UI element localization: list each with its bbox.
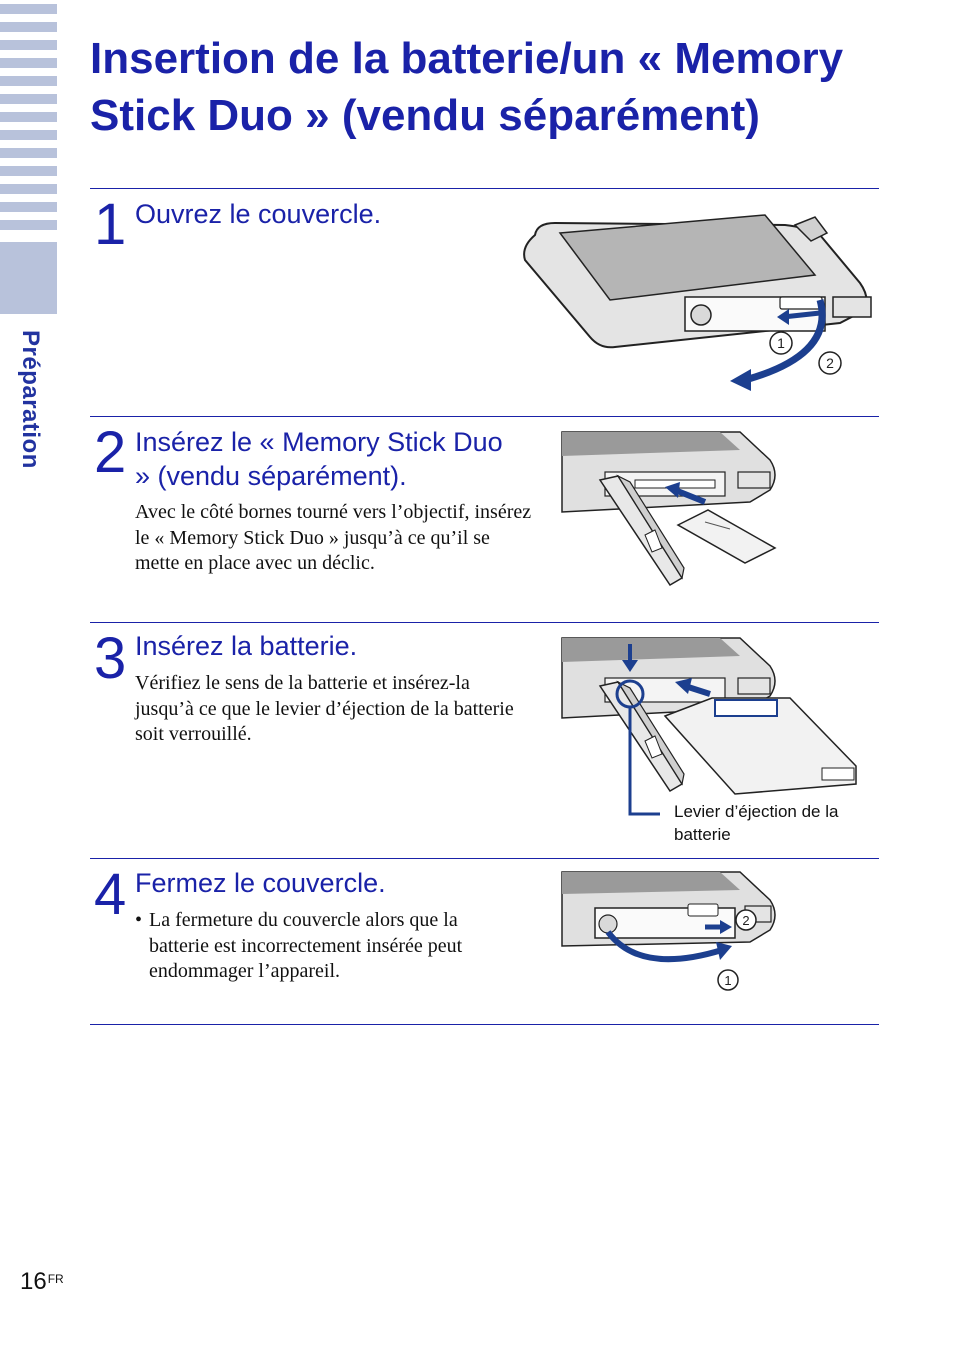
sidebar-stripes	[0, 4, 57, 238]
step-2-number: 2	[94, 420, 127, 485]
battery-eject-lever-label: Levier d’éjection de la batterie	[674, 802, 839, 844]
section-divider	[90, 416, 879, 417]
callout-2: 2	[742, 913, 749, 928]
insert-memory-stick-illustration	[561, 431, 777, 587]
page-number: 16FR	[20, 1268, 64, 1295]
step-3-number: 3	[94, 626, 127, 691]
insert-battery-illustration	[561, 637, 857, 816]
callout-1: 1	[724, 973, 731, 988]
step-1-heading: Ouvrez le couvercle.	[135, 199, 382, 229]
sidebar-active-block	[0, 242, 57, 314]
step-4-bullets: •La fermeture du couvercle alors que la …	[135, 908, 520, 985]
list-item: •La fermeture du couvercle alors que la …	[135, 909, 463, 982]
section-divider	[90, 1024, 879, 1025]
section-divider	[90, 858, 879, 859]
page-title: Insertion de la batterie/un « Memory Sti…	[90, 34, 844, 140]
sidebar-tab-label[interactable]: Préparation	[17, 330, 44, 469]
section-divider	[90, 188, 879, 189]
step-1-number: 1	[94, 192, 127, 257]
close-cover-illustration: 2 1	[561, 871, 776, 991]
section-divider	[90, 622, 879, 623]
callout-2: 2	[826, 355, 834, 371]
callout-1: 1	[777, 335, 785, 351]
open-cover-illustration: 1 2	[523, 214, 872, 391]
step-4-heading: Fermez le couvercle.	[135, 868, 386, 898]
step-2-heading: Insérez le « Memory Stick Duo » (vendu s…	[135, 427, 503, 491]
step-2-body: Avec le côté bornes tourné vers l’object…	[135, 501, 532, 574]
step-4-number: 4	[94, 862, 127, 927]
step-3-heading: Insérez la batterie.	[135, 631, 358, 661]
step-3-body: Vérifiez le sens de la batterie et insér…	[135, 672, 514, 745]
